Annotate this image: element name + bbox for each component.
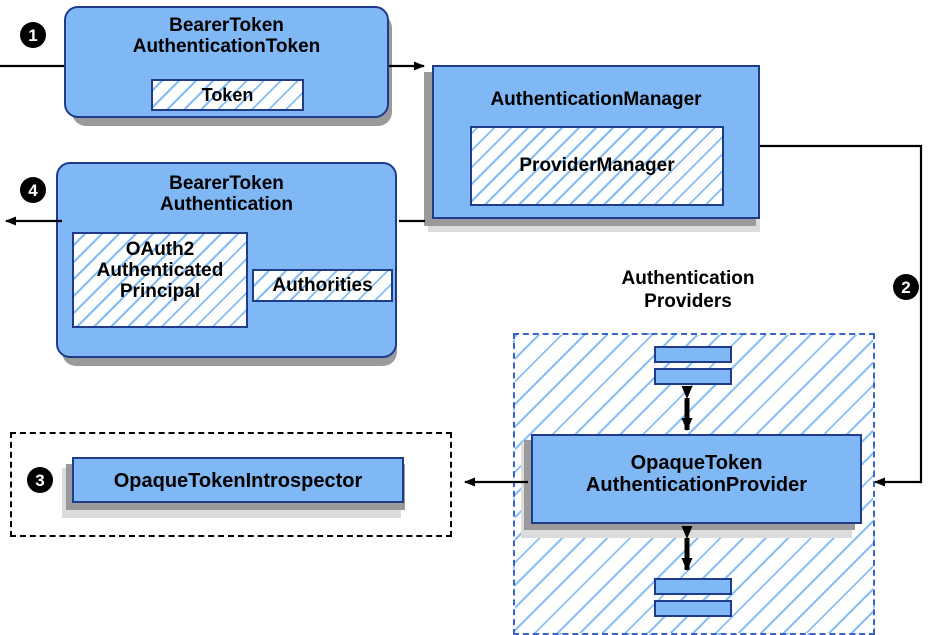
provider-stub-top-1: [654, 346, 732, 363]
opaque-token-authentication-provider-title: OpaqueToken AuthenticationProvider: [533, 452, 860, 497]
marker-step-1-label: 1: [28, 25, 38, 45]
providers-title-line1: Authentication: [621, 268, 755, 289]
bta-label-line1: BearerToken: [169, 173, 284, 194]
otap-label-line2: AuthenticationProvider: [585, 474, 808, 497]
inner-box-authorities[interactable]: Authorities: [252, 269, 393, 302]
provider-stub-bottom-1: [654, 578, 732, 595]
btat-label-line2: AuthenticationToken: [132, 36, 321, 58]
inner-box-token[interactable]: Token: [151, 79, 304, 111]
marker-step-4-label: 4: [28, 180, 38, 200]
marker-step-4: 4: [20, 177, 46, 203]
provider-stub-bottom-2: [654, 600, 732, 617]
principal-label-line3: Principal: [119, 280, 201, 302]
principal-label-line2: Authenticated: [96, 259, 224, 281]
bta-label-line2: Authentication: [160, 194, 293, 216]
provider-manager-label: ProviderManager: [519, 154, 675, 176]
authentication-manager-label: AuthenticationManager: [490, 89, 702, 110]
node-opaque-token-introspector[interactable]: OpaqueTokenIntrospector: [72, 457, 404, 503]
inner-box-provider-manager[interactable]: ProviderManager: [470, 126, 724, 206]
opaque-token-introspector-title: OpaqueTokenIntrospector: [74, 470, 402, 492]
providers-title-line2: Providers: [644, 290, 732, 312]
authentication-manager-title: AuthenticationManager: [434, 89, 758, 110]
inner-box-oauth2-authenticated-principal[interactable]: OAuth2 Authenticated Principal: [72, 232, 248, 328]
node-opaque-token-authentication-provider[interactable]: OpaqueToken AuthenticationProvider: [531, 434, 862, 524]
marker-step-2-label: 2: [901, 277, 911, 297]
opaque-token-introspector-label: OpaqueTokenIntrospector: [113, 470, 363, 492]
node-authentication-manager[interactable]: AuthenticationManager ProviderManager: [432, 65, 760, 219]
token-label: Token: [201, 84, 254, 105]
node-bearer-token-authentication-token[interactable]: BearerToken AuthenticationToken Token: [64, 6, 389, 118]
otap-label-line1: OpaqueToken: [630, 452, 763, 474]
provider-stub-top-2: [654, 368, 732, 385]
btat-label-line1: BearerToken: [169, 15, 284, 36]
node-bearer-token-authentication[interactable]: BearerToken Authentication OAuth2 Authen…: [56, 162, 397, 358]
bearer-token-authentication-token-title: BearerToken AuthenticationToken: [66, 15, 387, 58]
marker-step-3: 3: [27, 467, 53, 493]
authorities-label: Authorities: [272, 274, 373, 296]
authentication-providers-title: Authentication Providers: [513, 268, 863, 314]
bearer-token-authentication-title: BearerToken Authentication: [58, 173, 395, 216]
marker-step-1: 1: [20, 22, 46, 48]
marker-step-2: 2: [893, 274, 919, 300]
group-opaque-token-introspector: [10, 432, 452, 537]
marker-step-3-label: 3: [35, 470, 45, 490]
principal-label-line1: OAuth2: [125, 239, 195, 260]
